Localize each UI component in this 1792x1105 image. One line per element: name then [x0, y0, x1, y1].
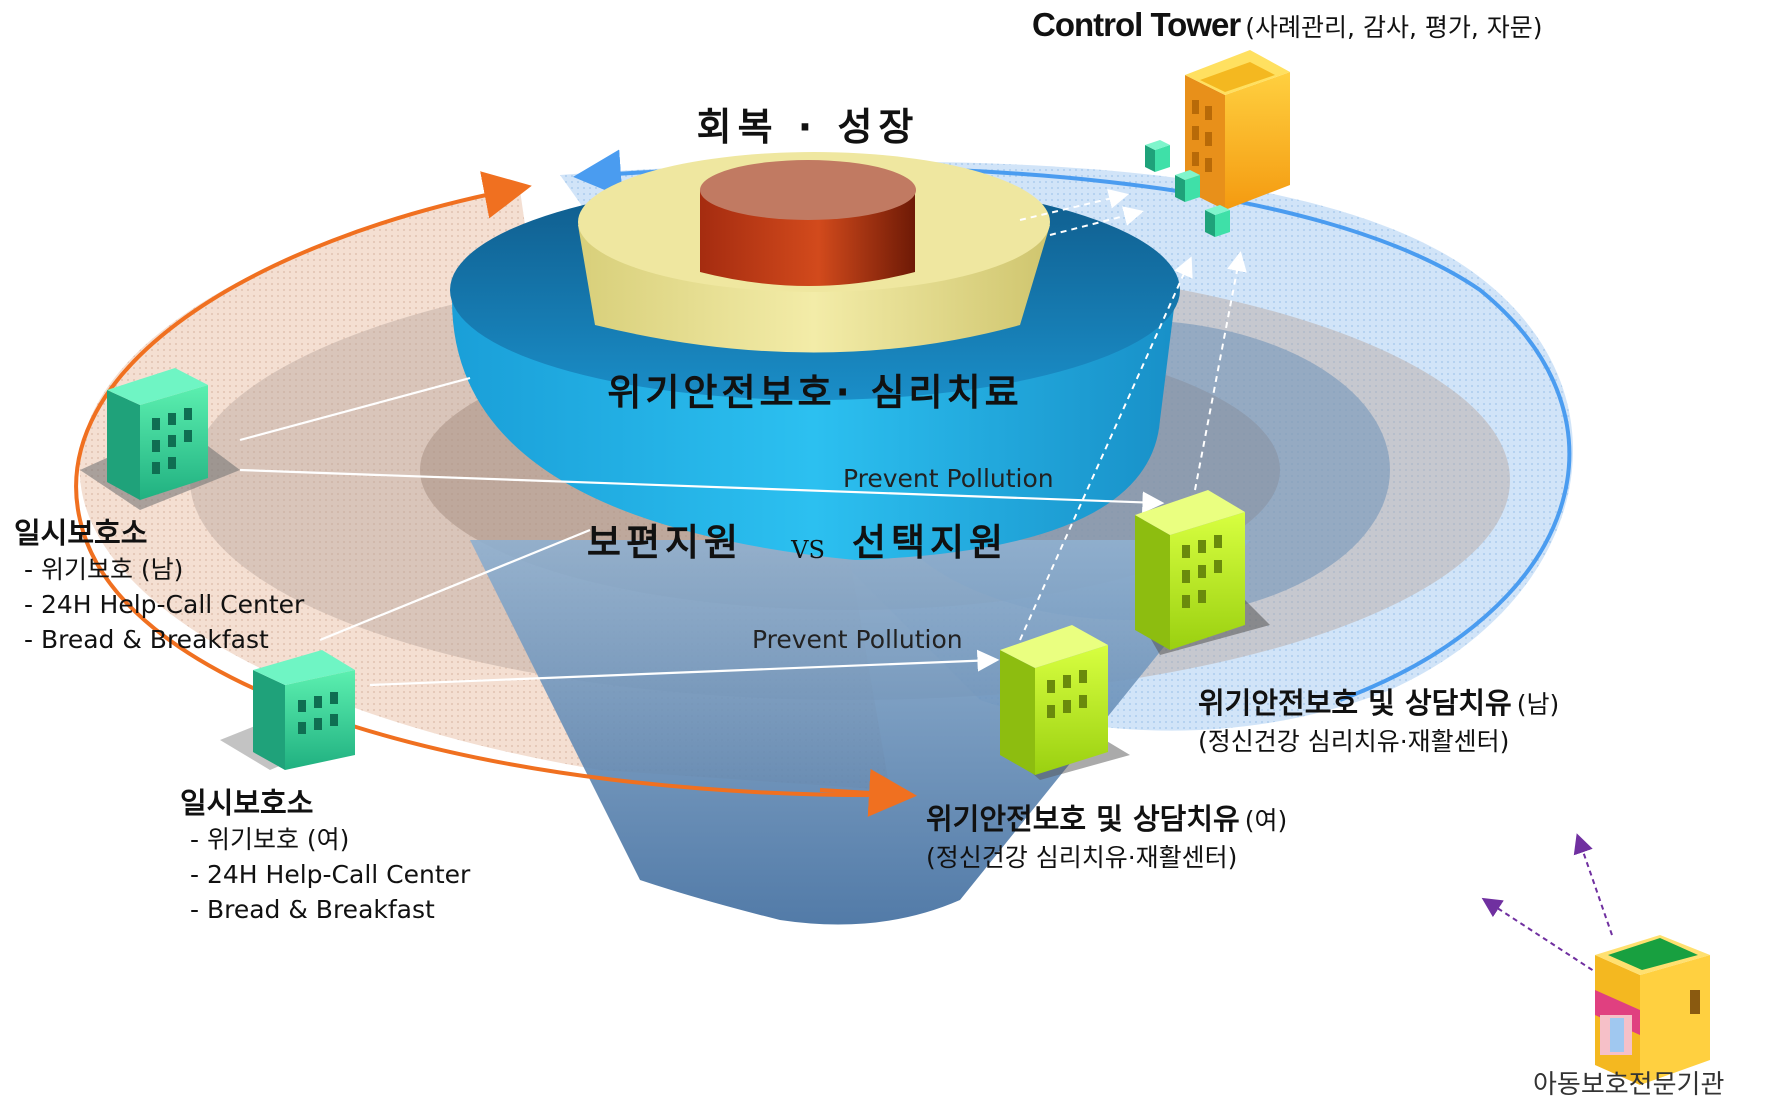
shelter-male-title: 일시보호소: [14, 516, 148, 550]
dashed-arrow-2: [1049, 206, 1144, 236]
center-female-subtitle: (정신건강 심리치유·재활센터): [926, 843, 1238, 872]
center-female-block: 위기안전보호 및 상담치유 (여) (정신건강 심리치유·재활센터): [926, 796, 1287, 874]
tier-middle-label: 위기안전보호· 심리치료: [607, 371, 1022, 414]
dashed-arrow-3: [1019, 256, 1193, 641]
shelter-male-line-3: - Bread & Breakfast: [24, 625, 269, 654]
shelter-male-block: 일시보호소 - 위기보호 (남) - 24H Help-Call Center …: [14, 510, 304, 657]
tier-bottom-left-label: 보편지원: [587, 521, 743, 564]
center-male-subtitle: (정신건강 심리치유·재활센터): [1198, 727, 1510, 756]
building-center-male: [1135, 490, 1270, 655]
tier-red-top: [700, 160, 916, 220]
shelter-female-block: 일시보호소 - 위기보호 (여) - 24H Help-Call Center …: [180, 780, 470, 927]
small-buildings: [1145, 140, 1230, 237]
control-tower-title: Control Tower: [1032, 6, 1241, 43]
shelter-male-line-1: - 위기보호 (남): [24, 555, 184, 584]
orange-ring: [74, 171, 906, 798]
shelter-female-title: 일시보호소: [180, 786, 314, 820]
shelter-female-line-3: - Bread & Breakfast: [190, 895, 435, 924]
dashed-arrow-1: [1019, 188, 1129, 221]
building-center-female: [1000, 625, 1130, 780]
purple-arrow-1: [1481, 897, 1601, 976]
building-shelter-female: [220, 650, 355, 770]
agency-store-icon: [1595, 935, 1710, 1085]
center-male-title: 위기안전보호 및 상담치유: [1198, 686, 1512, 720]
control-tower-label: Control Tower (사례관리, 감사, 평가, 자문): [1032, 6, 1543, 44]
orange-ring-end-arrow: [819, 768, 917, 817]
building-shelter-male: [80, 368, 240, 510]
dashed-arrow-4: [1194, 251, 1247, 491]
arrow-shelter-female-to-tier: [319, 528, 591, 642]
shelter-male-line-2: - 24H Help-Call Center: [24, 590, 305, 619]
shelter-female-line-2: - 24H Help-Call Center: [190, 860, 471, 889]
center-male-gender: (남): [1516, 690, 1560, 719]
arrow-shelter-male-to-center: [239, 468, 1165, 514]
purple-arrow-2: [1573, 833, 1613, 936]
tier-vs-label: VS: [790, 536, 825, 564]
arrow-shelter-male-to-tier: [239, 376, 471, 442]
tier-bottom-right-label: 선택지원: [852, 521, 1008, 564]
building-control-tower: [1185, 50, 1290, 210]
control-tower-subtitle: (사례관리, 감사, 평가, 자문): [1245, 13, 1543, 42]
arrow-shelter-female-to-center: [369, 649, 1000, 687]
prevent-pollution-lower: Prevent Pollution: [752, 625, 963, 654]
center-female-title: 위기안전보호 및 상담치유: [926, 802, 1240, 836]
center-female-gender: (여): [1244, 806, 1288, 835]
agency-label: 아동보호전문기관: [1533, 1070, 1725, 1100]
prevent-pollution-upper: Prevent Pollution: [843, 464, 1054, 493]
tier-top-label: 회복 · 성장: [697, 105, 920, 149]
center-male-block: 위기안전보호 및 상담치유 (남) (정신건강 심리치유·재활센터): [1198, 680, 1559, 758]
shelter-female-line-1: - 위기보호 (여): [190, 825, 350, 854]
